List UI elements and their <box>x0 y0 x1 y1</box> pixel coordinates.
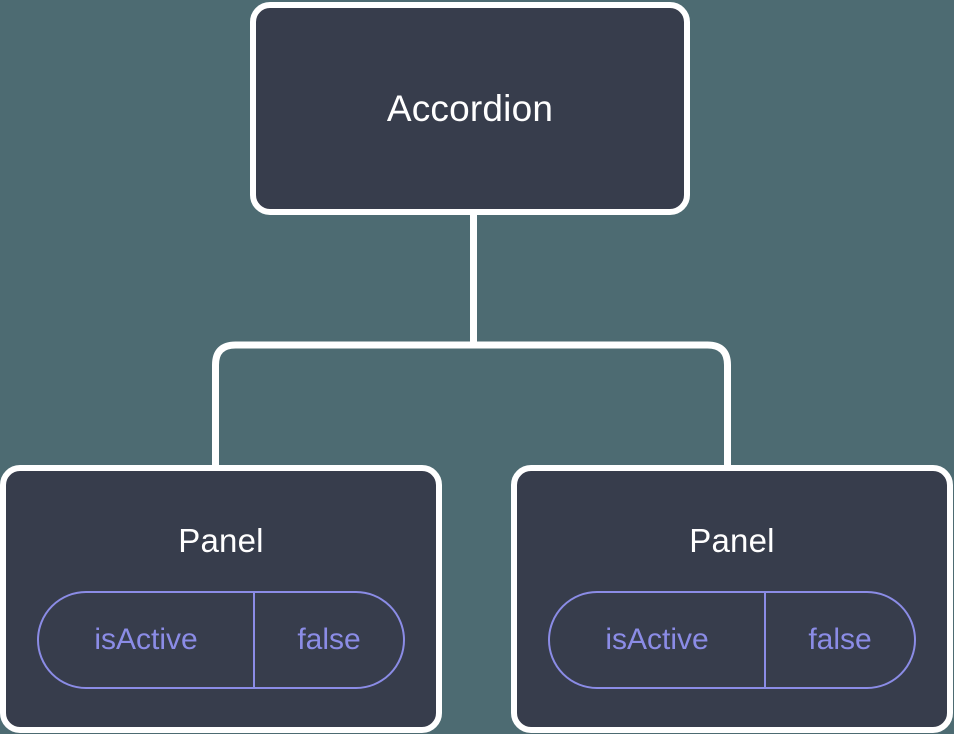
state-divider-panel-1 <box>253 593 255 687</box>
state-badge-panel-2[interactable]: isActive false <box>548 591 916 689</box>
state-badge-panel-1[interactable]: isActive false <box>37 591 405 689</box>
state-key-panel-2: isActive <box>605 623 709 656</box>
node-accordion[interactable]: Accordion <box>250 2 690 215</box>
node-panel-2-label: Panel <box>689 522 775 559</box>
state-value-panel-2: false <box>808 623 872 656</box>
node-panel-1[interactable]: Panel isActive false <box>0 465 442 733</box>
state-key-panel-1: isActive <box>94 623 198 656</box>
node-accordion-label: Accordion <box>386 87 554 129</box>
state-value-panel-1: false <box>297 623 361 656</box>
state-divider-panel-2 <box>764 593 766 687</box>
connector-branch-bus <box>212 341 731 468</box>
node-panel-1-label: Panel <box>178 522 264 559</box>
node-panel-2[interactable]: Panel isActive false <box>511 465 953 733</box>
